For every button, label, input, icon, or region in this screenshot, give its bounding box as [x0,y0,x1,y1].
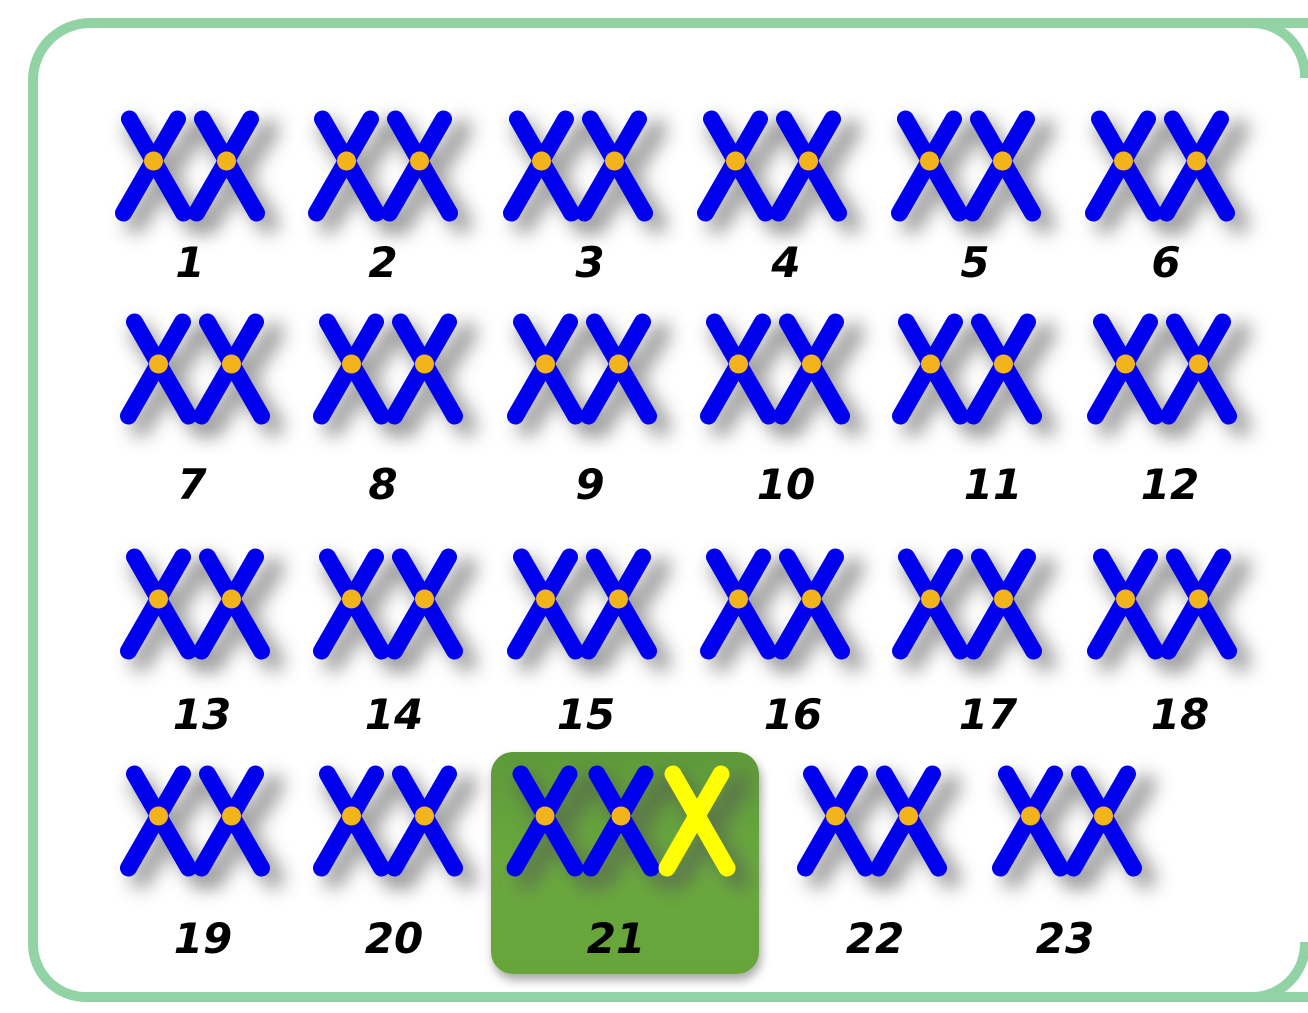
centromere [222,590,241,609]
centromere [144,152,163,171]
pair-label-21: 21 [587,916,645,962]
centromere [1116,590,1135,609]
pair-label-5: 5 [960,240,989,286]
pair-label-16: 16 [764,692,822,738]
centromere [342,590,361,609]
centromere [1116,355,1135,374]
centromere [222,807,241,826]
pair-label-10: 10 [757,462,815,508]
pair-label-20: 20 [365,916,423,962]
centromere [1094,807,1113,826]
pair-label-7: 7 [177,462,206,508]
centromere [921,590,940,609]
pair-label-2: 2 [368,240,397,286]
pair-label-12: 12 [1141,462,1199,508]
pair-label-14: 14 [365,692,423,738]
centromere [222,355,241,374]
centromere [802,355,821,374]
pair-label-19: 19 [174,916,232,962]
centromere [415,807,434,826]
centromere [994,355,1013,374]
centromere [899,807,918,826]
centromere [799,152,818,171]
pair-label-4: 4 [771,240,800,286]
centromere [342,807,361,826]
centromere [609,590,628,609]
centromere [149,355,168,374]
centromere [993,152,1012,171]
centromere [1189,590,1208,609]
pair-label-13: 13 [173,692,231,738]
centromere [1187,152,1206,171]
centromere [149,807,168,826]
centromere [729,590,748,609]
centromere [609,355,628,374]
centromere [536,590,555,609]
centromere [415,355,434,374]
pair-label-15: 15 [557,692,615,738]
centromere [1189,355,1208,374]
centromere [994,590,1013,609]
centromere [605,152,624,171]
centromere [1021,807,1040,826]
pair-label-8: 8 [368,462,397,508]
centromere [149,590,168,609]
centromere [1114,152,1133,171]
pair-label-3: 3 [575,240,604,286]
centromere [826,807,845,826]
pair-label-11: 11 [964,462,1022,508]
centromere [217,152,236,171]
centromere [415,590,434,609]
centromere [921,355,940,374]
centromere [342,355,361,374]
chromosome-layer [124,119,1229,868]
chromosome-shadows [136,130,1241,878]
centromere [532,152,551,171]
centromere [337,152,356,171]
pair-label-17: 17 [959,692,1017,738]
centromere [729,355,748,374]
centromere [410,152,429,171]
pair-label-22: 22 [846,916,904,962]
centromere [920,152,939,171]
centromere [536,355,555,374]
centromere [536,807,555,826]
centromere [726,152,745,171]
centromere [612,807,631,826]
pair-label-23: 23 [1036,916,1094,962]
centromere [802,590,821,609]
pair-label-9: 9 [575,462,604,508]
pair-label-6: 6 [1151,240,1180,286]
pair-label-18: 18 [1151,692,1209,738]
pair-label-1: 1 [175,240,204,286]
